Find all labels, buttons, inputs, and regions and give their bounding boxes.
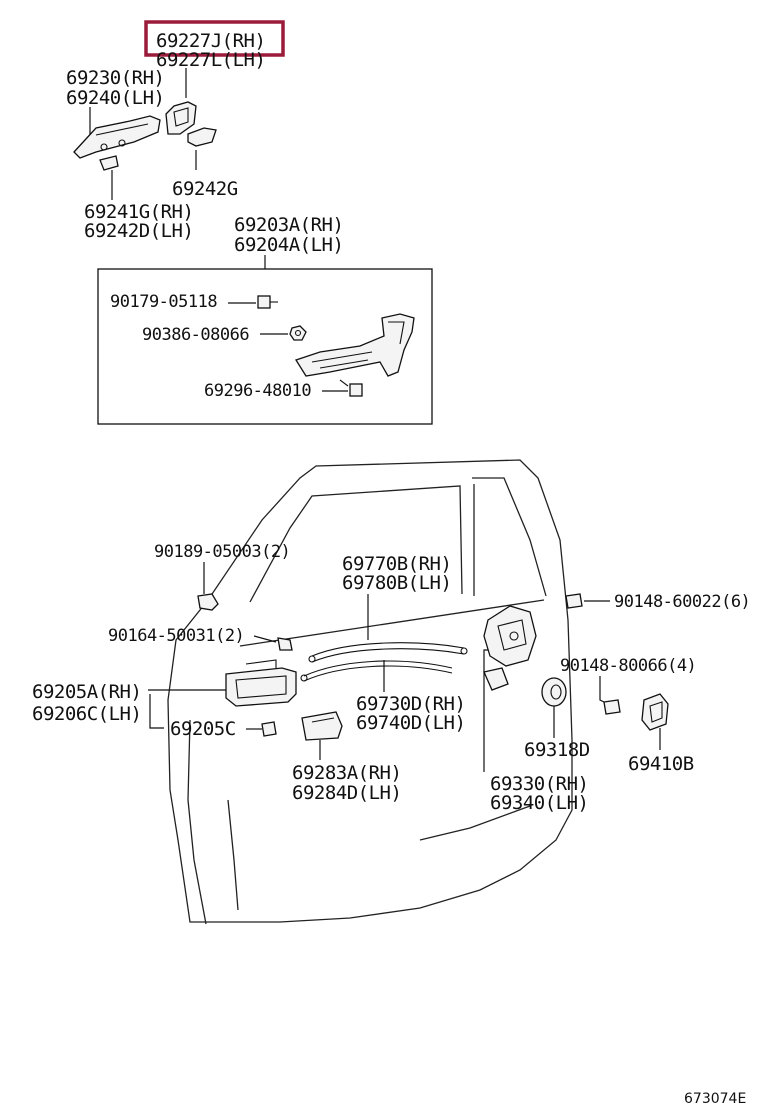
label-69205C[interactable]: 69205C [170, 718, 236, 740]
label-90179[interactable]: 90179-05118 [110, 292, 218, 312]
label-69230[interactable]: 69230(RH) [66, 67, 165, 89]
label-69204A[interactable]: 69204A(LH) [234, 234, 344, 256]
label-69283A[interactable]: 69283A(RH) [292, 762, 402, 784]
highlight-box [144, 20, 285, 57]
label-69227L[interactable]: 69227L(LH) [156, 49, 266, 71]
label-90189[interactable]: 90189-05003(2) [154, 542, 291, 562]
label-69227J[interactable]: 69227J(RH) [156, 30, 266, 52]
bolt-69296-part [339, 379, 363, 397]
nut-90386-part [289, 325, 307, 341]
cover-69318D-part [541, 677, 567, 707]
label-69242D[interactable]: 69242D(LH) [84, 220, 194, 242]
screw-69205C-part [261, 721, 277, 737]
label-69206C[interactable]: 69206C(LH) [32, 703, 142, 725]
label-69740D[interactable]: 69740D(LH) [356, 712, 466, 734]
frame-box [97, 268, 433, 425]
door-outline [167, 459, 573, 925]
cable-69730D-part [300, 660, 453, 682]
bolt-90148b-part [603, 699, 621, 715]
inside-handle-part [225, 659, 297, 707]
label-69284D[interactable]: 69284D(LH) [292, 782, 402, 804]
bolt-90164-part [277, 637, 293, 651]
label-69240[interactable]: 69240(LH) [66, 87, 165, 109]
bolt-90179-part [257, 295, 278, 309]
leader-69330 [483, 649, 494, 772]
label-69410B[interactable]: 69410B [628, 753, 694, 775]
label-69330[interactable]: 69330(RH) [490, 773, 589, 795]
label-69340[interactable]: 69340(LH) [490, 792, 589, 814]
label-69296[interactable]: 69296-48010 [204, 381, 312, 401]
label-69770B[interactable]: 69770B(RH) [342, 553, 452, 575]
diagram-ref: 673074E [684, 1091, 746, 1107]
bolt-90148a-part [565, 593, 583, 609]
clip-90189-part [197, 593, 219, 611]
label-90164[interactable]: 90164-50031(2) [108, 626, 245, 646]
pad-69283A-part [301, 711, 343, 741]
leader-90164 [253, 635, 277, 643]
cable-69770B-part [308, 642, 468, 663]
label-69203A[interactable]: 69203A(RH) [234, 214, 344, 236]
handle-pad-small-part [99, 155, 119, 171]
label-69205A[interactable]: 69205A(RH) [32, 681, 142, 703]
label-69318D[interactable]: 69318D [524, 739, 590, 761]
handle-pad-part [187, 127, 217, 147]
label-90148b[interactable]: 90148-80066(4) [560, 656, 697, 676]
striker-69410B-part [641, 693, 669, 731]
label-69780B[interactable]: 69780B(LH) [342, 572, 452, 594]
label-90148a[interactable]: 90148-60022(6) [614, 592, 751, 612]
handle-cover-part [165, 101, 197, 135]
outside-handle-part [73, 115, 161, 159]
leader-69206C [149, 694, 164, 729]
door-lock-part [483, 605, 537, 691]
label-69241G[interactable]: 69241G(RH) [84, 201, 194, 223]
label-69242G[interactable]: 69242G [172, 178, 238, 200]
label-69730D[interactable]: 69730D(RH) [356, 693, 466, 715]
handle-frame-part [295, 313, 415, 377]
label-90386[interactable]: 90386-08066 [142, 325, 250, 345]
